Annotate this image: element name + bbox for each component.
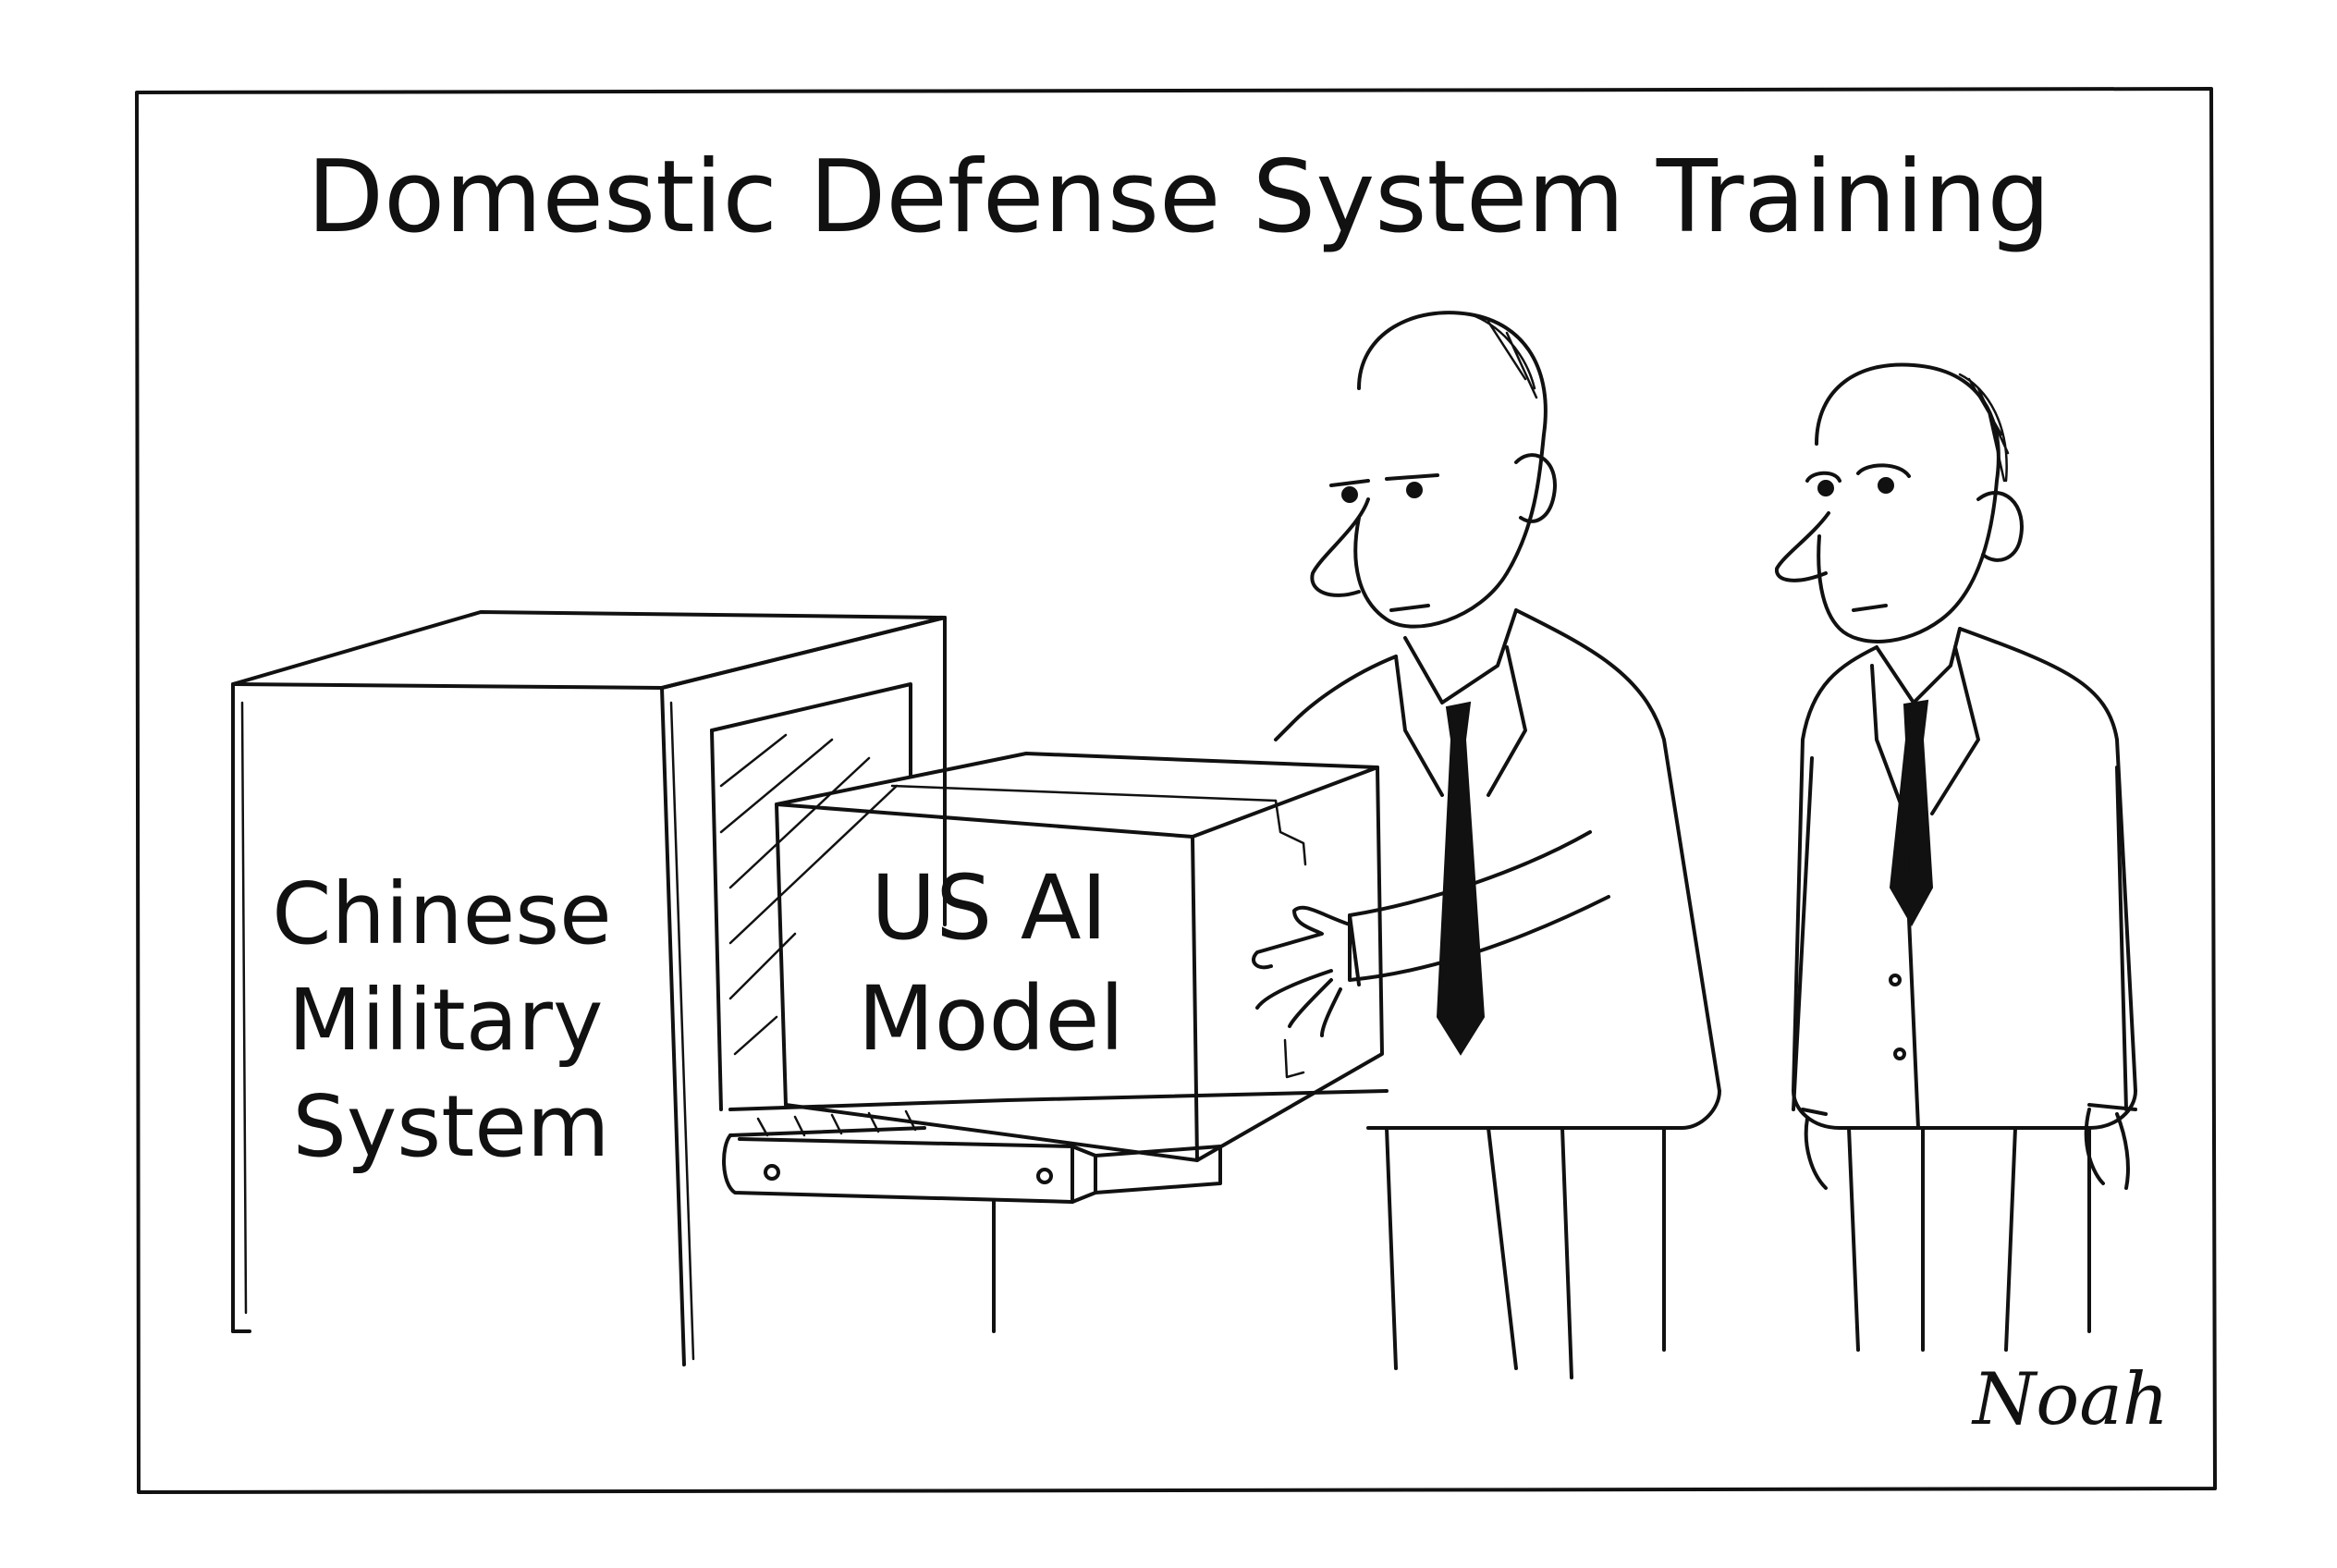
scanner-machine	[231, 610, 947, 1366]
cardboard-box	[775, 752, 1384, 1162]
conveyor-belt	[722, 1089, 1389, 1333]
machine-label-line1: Chinese	[272, 864, 612, 963]
box-label: US AI Model	[858, 856, 1124, 1071]
machine-label-line3: System	[292, 1077, 609, 1176]
machine-label-line2: Military	[288, 971, 604, 1070]
man-standing	[1774, 362, 2137, 1352]
machine-label: Chinese Military System	[272, 864, 612, 1176]
cartoon-title: Domestic Defense System Training	[307, 140, 2050, 255]
box-label-line1: US AI	[871, 856, 1107, 960]
artist-signature: Noah	[1971, 1358, 2169, 1441]
cartoon-frame	[135, 87, 2217, 1494]
man-pushing-box	[1252, 311, 1721, 1379]
box-label-line2: Model	[858, 967, 1124, 1071]
